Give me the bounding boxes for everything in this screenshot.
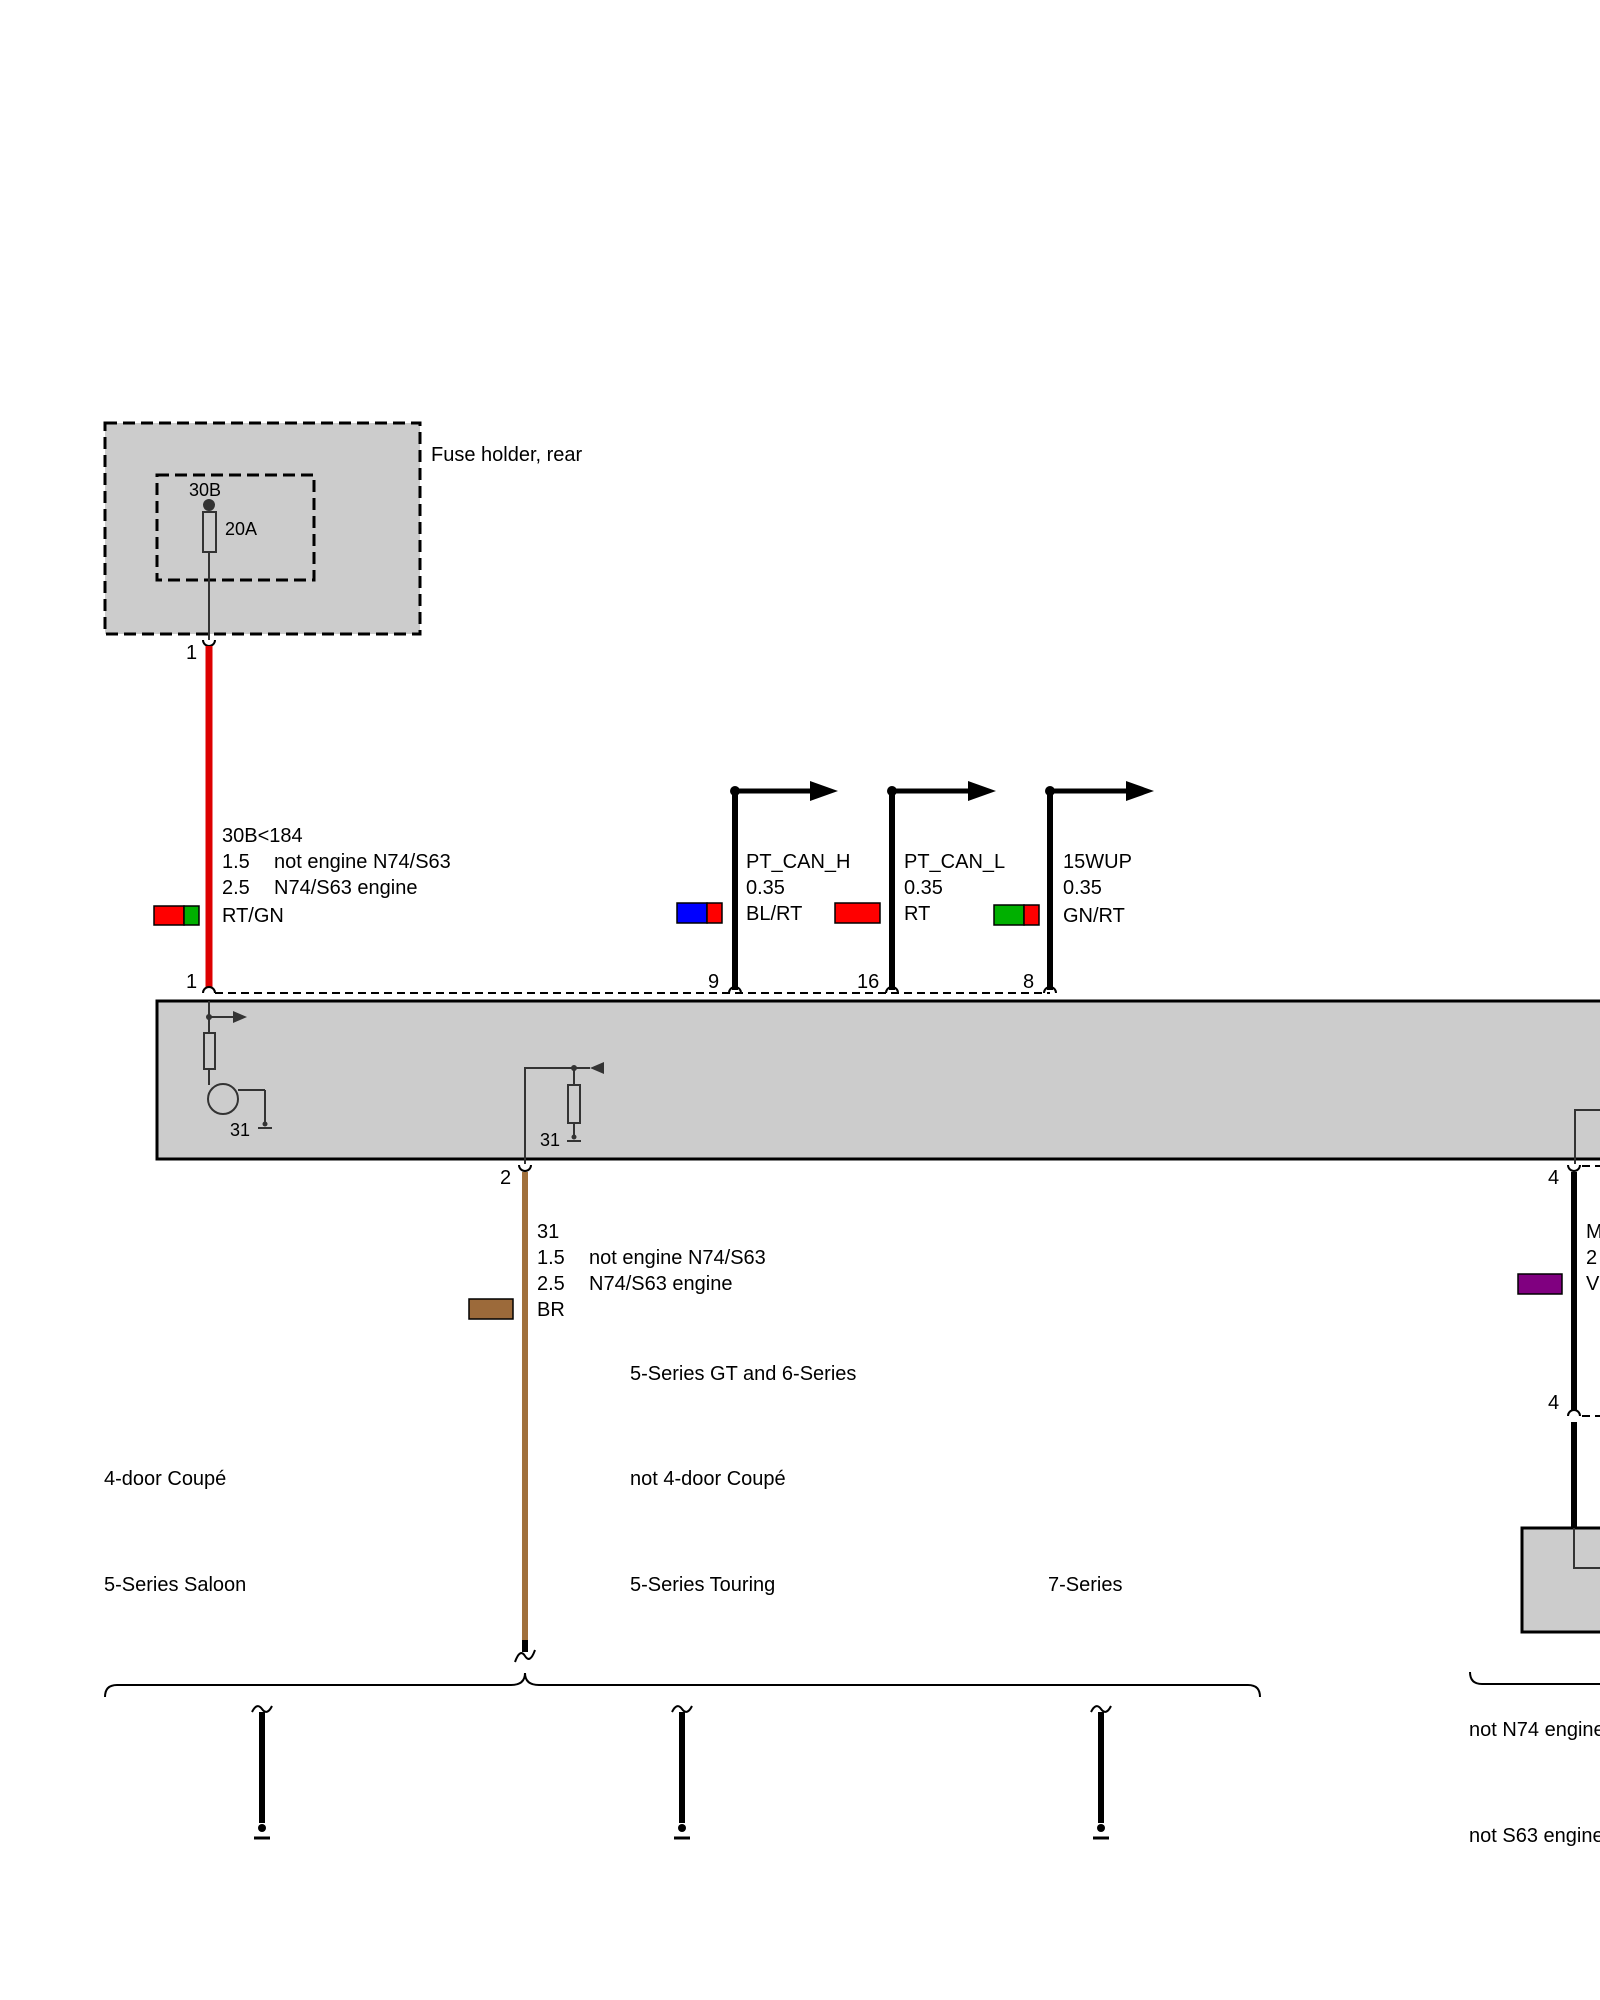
variant-not-4-door-coupe: not 4-door Coupé xyxy=(630,1468,786,1490)
arrow-right-icon xyxy=(1126,781,1154,801)
ground-size-a-note: not engine N74/S63 xyxy=(589,1247,766,1269)
wire-break-icon xyxy=(671,1705,693,1713)
fuse-holder: 30B 20A Fuse holder, rear 1 xyxy=(103,421,583,664)
variant-7-series: 7-Series xyxy=(1048,1574,1122,1596)
supply-pin-label: 1 xyxy=(186,971,197,993)
module-ground-mid-label: 31 xyxy=(540,1130,560,1150)
connector-symbol xyxy=(202,639,216,647)
right-wire-line2: 2 xyxy=(1586,1247,1597,1269)
ground-wire: 2 31 1.5 not engine N74/S63 2.5 N74/S63 … xyxy=(468,1164,766,1663)
can-h-color-code: BL/RT xyxy=(746,903,802,925)
wire-15wup: 15WUP 0.35 GN/RT 8 xyxy=(993,781,1154,994)
arrow-right-icon xyxy=(810,781,838,801)
wire-pt-can-l: PT_CAN_L 0.35 RT 16 xyxy=(834,781,1005,994)
wire-break-icon xyxy=(251,1705,273,1713)
ground-size-b: 2.5 xyxy=(537,1273,565,1295)
supply-size-b: 2.5 xyxy=(222,877,250,899)
fuse-rating-label: 20A xyxy=(225,519,257,539)
right-pin-top: 4 xyxy=(1548,1167,1559,1189)
can-h-pin: 9 xyxy=(708,971,719,993)
right-component xyxy=(1520,1526,1600,1634)
supply-color-swatch xyxy=(153,905,200,926)
can-l-name: PT_CAN_L xyxy=(904,851,1005,873)
internal-switch-circuit: 31 xyxy=(203,1001,272,1140)
15wup-color-swatch xyxy=(993,904,1040,926)
15wup-name: 15WUP xyxy=(1063,851,1132,873)
supply-color-code: RT/GN xyxy=(222,905,284,927)
control-module: 31 31 xyxy=(155,999,1600,1164)
variant-5-series-saloon: 5-Series Saloon xyxy=(104,1574,246,1596)
right-pin-bottom: 4 xyxy=(1548,1392,1559,1414)
fuse-holder-pin: 1 xyxy=(186,642,197,664)
can-l-color-code: RT xyxy=(904,903,930,925)
right-wire-line1: M xyxy=(1586,1221,1600,1243)
can-l-color-swatch xyxy=(834,902,881,924)
ground-size-b-note: N74/S63 engine xyxy=(589,1273,732,1295)
supply-wire: 30B<184 1.5 not engine N74/S63 2.5 N74/S… xyxy=(153,646,451,994)
fuse-terminal-dot xyxy=(203,499,215,511)
variant-series-gt6: 5-Series GT and 6-Series xyxy=(630,1363,856,1385)
ground-signal-label: 31 xyxy=(537,1221,559,1243)
fuse-terminal-label: 30B xyxy=(189,480,221,500)
15wup-pin: 8 xyxy=(1023,971,1034,993)
variant-5-series-touring: 5-Series Touring xyxy=(630,1574,775,1596)
module-ground-left-label: 31 xyxy=(230,1120,250,1140)
ground-pin-label: 2 xyxy=(500,1167,511,1189)
can-l-pin: 16 xyxy=(857,971,879,993)
variant-brace xyxy=(104,1672,1261,1698)
supply-size-b-note: N74/S63 engine xyxy=(274,877,417,899)
wire-break-icon xyxy=(514,1649,536,1663)
right-color-swatch xyxy=(1517,1273,1563,1295)
internal-pullup-circuit: 31 xyxy=(524,1062,604,1164)
variant-4-door-coupe: 4-door Coupé xyxy=(104,1468,226,1490)
right-brace xyxy=(1469,1671,1600,1685)
arrow-right-icon xyxy=(233,1011,247,1023)
branch-saloon xyxy=(251,1705,273,1840)
branch-touring xyxy=(671,1705,693,1840)
can-l-size: 0.35 xyxy=(904,877,943,899)
can-h-name: PT_CAN_H xyxy=(746,851,850,873)
right-wire: 4 M 2 V 4 xyxy=(1517,1164,1600,1634)
15wup-size: 0.35 xyxy=(1063,877,1102,899)
arrow-right-icon xyxy=(968,781,996,801)
ground-color-swatch xyxy=(468,1298,514,1320)
wire-pt-can-h: PT_CAN_H 0.35 BL/RT 9 xyxy=(676,781,850,994)
can-h-color-swatch xyxy=(676,902,723,924)
arrow-left-icon xyxy=(590,1062,604,1074)
supply-size-a-note: not engine N74/S63 xyxy=(274,851,451,873)
transistor-icon xyxy=(207,1083,239,1115)
variant-not-n74: not N74 engine xyxy=(1469,1719,1600,1741)
15wup-color-code: GN/RT xyxy=(1063,905,1125,927)
right-wire-line3: V xyxy=(1586,1273,1600,1295)
ground-color-code: BR xyxy=(537,1299,565,1321)
fuse-holder-title: Fuse holder, rear xyxy=(431,444,583,466)
supply-size-a: 1.5 xyxy=(222,851,250,873)
supply-signal-label: 30B<184 xyxy=(222,825,303,847)
variant-not-s63: not S63 engine xyxy=(1469,1825,1600,1847)
can-h-size: 0.35 xyxy=(746,877,785,899)
ground-size-a: 1.5 xyxy=(537,1247,565,1269)
branch-7-series xyxy=(1090,1705,1112,1840)
wire-break-icon xyxy=(1090,1705,1112,1713)
